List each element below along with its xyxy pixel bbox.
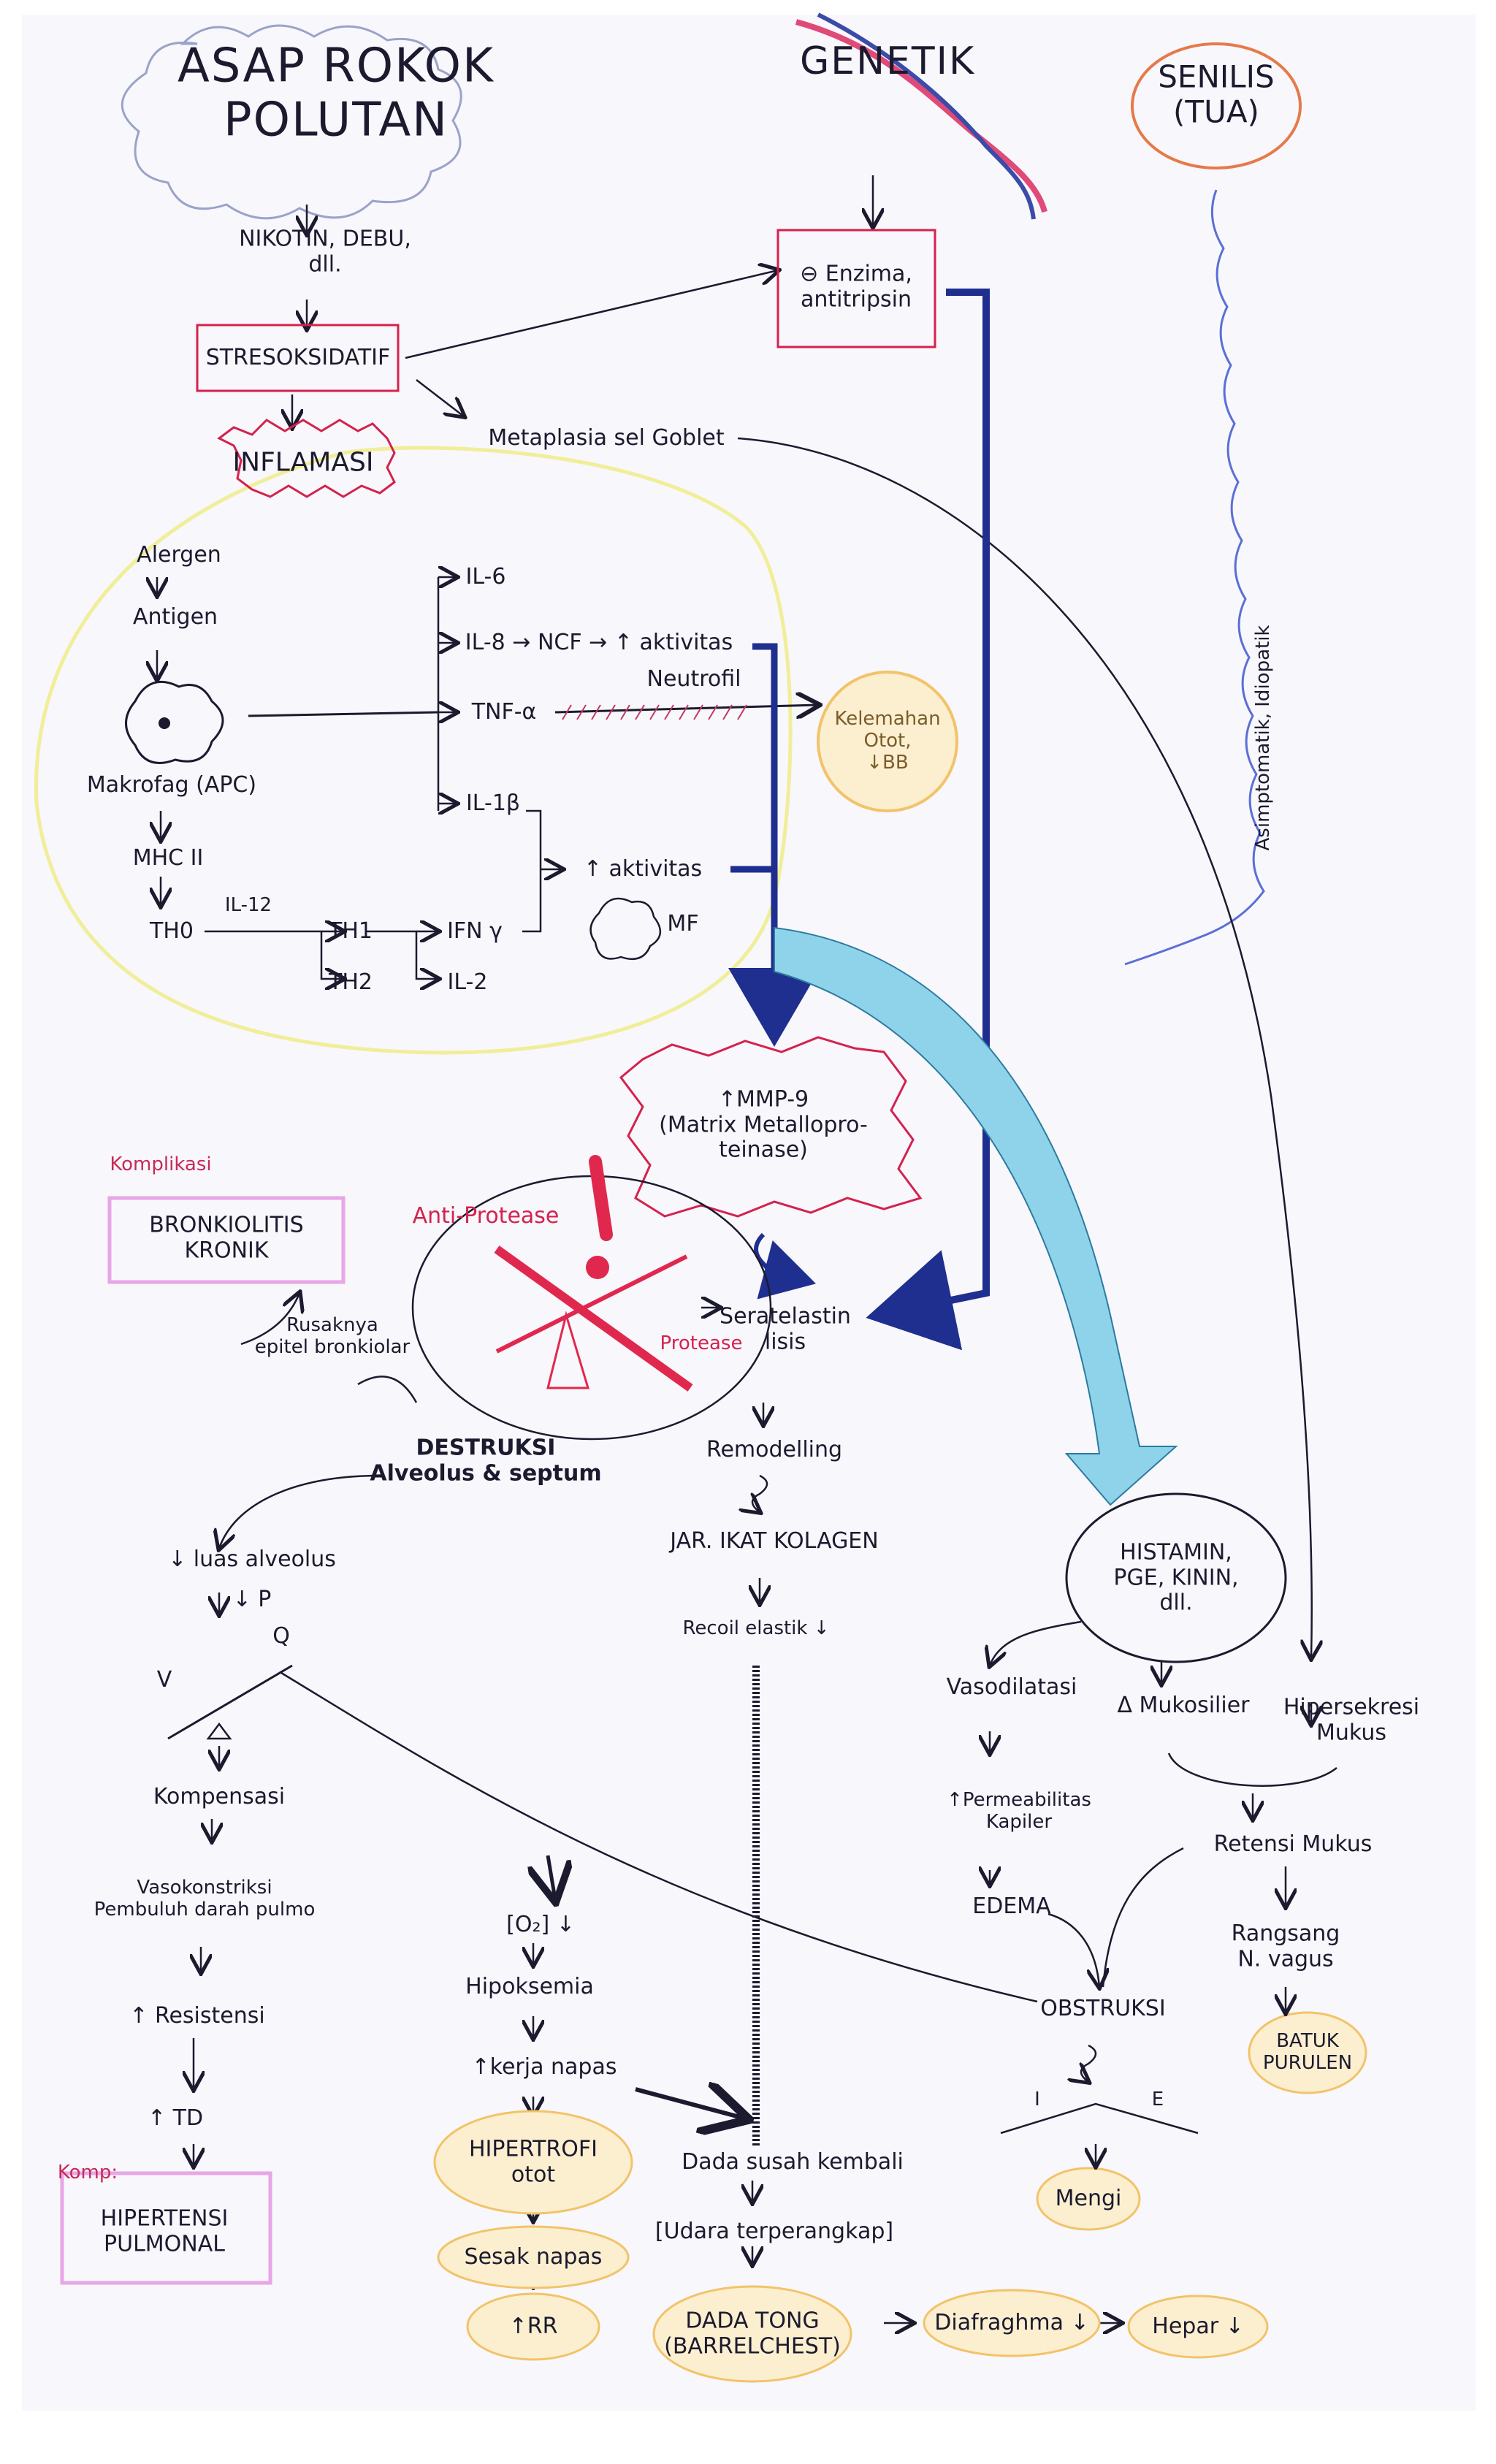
allergen-label: Alergen xyxy=(137,541,221,568)
mucus-retention-label: Retensi Mukus xyxy=(1213,1831,1373,1857)
epithelial-damage-label: Rusaknya epitel bronkiolar xyxy=(254,1314,411,1358)
mf-label: MF xyxy=(667,910,699,937)
th0-label: TH0 xyxy=(150,918,194,944)
genetic-title: GENETIK xyxy=(799,39,976,84)
compensation-label: Kompensasi xyxy=(153,1783,286,1809)
muscle-hypertrophy-label: HIPERTROFI otot xyxy=(468,2136,598,2187)
alveolar-area-label: ↓ luas alveolus xyxy=(168,1546,336,1572)
expiration-label: E xyxy=(1151,2089,1164,2111)
perfusion-label: Q xyxy=(272,1622,290,1649)
irritants-label: NIKOTIN, DEBU, dll. xyxy=(239,226,411,277)
th1-label: TH1 xyxy=(329,918,373,944)
anti-protease-label: Anti-Protease xyxy=(412,1202,560,1229)
th2-label: TH2 xyxy=(329,969,373,995)
respiratory-rate-label: ↑RR xyxy=(508,2313,558,2339)
il8-pathway-label: IL-8 → NCF → ↑ aktivitas xyxy=(465,629,733,655)
liver-label: Hepar ↓ xyxy=(1152,2313,1244,2339)
collagen-label: JAR. IKAT KOLAGEN xyxy=(670,1527,879,1554)
asymptomatic-label: Asimptomatik, Idiopatik xyxy=(1252,625,1275,851)
il2-label: IL-2 xyxy=(447,969,488,995)
antigen-label: Antigen xyxy=(132,603,218,630)
neutrophil-label: Neutrofil xyxy=(646,665,741,692)
mucociliary-label: Δ Mukosilier xyxy=(1117,1692,1250,1718)
muscle-weakness-label: Kelemahan Otot, ↓BB xyxy=(834,708,941,774)
resistance-label: ↑ Resistensi xyxy=(129,2002,265,2029)
breathing-work-label: ↑kerja napas xyxy=(471,2053,617,2080)
oxidative-stress-box: STRESOKSIDATIF xyxy=(205,344,391,370)
dyspnea-label: Sesak napas xyxy=(464,2243,603,2270)
vasodilation-label: Vasodilatasi xyxy=(946,1674,1077,1700)
oxygen-label: [O₂] ↓ xyxy=(506,1911,575,1937)
barrel-chest-label: DADA TONG (BARRELCHEST) xyxy=(664,2308,841,2359)
capillary-permeability-label: ↑Permeabilitas Kapiler xyxy=(947,1789,1091,1833)
purulent-cough-label: BATUK PURULEN xyxy=(1262,2030,1353,2074)
ventilation-label: V xyxy=(156,1666,172,1693)
inflammation-label: INFLAMASI xyxy=(232,447,374,478)
enzyme-antitrypsin-box: ⊖ Enzima, antitripsin xyxy=(800,261,912,312)
macrophage-activity-label: ↑ aktivitas xyxy=(583,855,703,882)
obstruction-label: OBSTRUKSI xyxy=(1040,1995,1166,2021)
pressure-label: ↓ P xyxy=(232,1586,272,1612)
edema-label: EDEMA xyxy=(972,1893,1051,1919)
mucus-hypersecretion-label: Hipersekresi Mukus xyxy=(1283,1694,1420,1745)
trapped-air-label: [Udara terperangkap] xyxy=(654,2218,894,2244)
wheeze-label: Mengi xyxy=(1055,2185,1122,2211)
vasoconstriction-label: Vasokonstriksi Pembuluh darah pulmo xyxy=(94,1877,316,1921)
pulmonary-hypertension-box: HIPERTENSI PULMONAL xyxy=(100,2205,229,2257)
hypoxemia-label: Hipoksemia xyxy=(465,1973,594,1999)
tnf-alpha-label: TNF-α xyxy=(471,698,537,725)
il1-beta-label: IL-1β xyxy=(465,790,521,816)
bronchiolitis-box: BRONKIOLITIS KRONIK xyxy=(149,1212,304,1263)
inspiration-label: I xyxy=(1034,2089,1040,2111)
protease-label: Protease xyxy=(660,1332,743,1355)
senile-title: SENILIS (TUA) xyxy=(1158,58,1275,130)
macrophage-label: Makrofag (APC) xyxy=(86,771,257,798)
mmp9-label: ↑MMP-9 (Matrix Metallopro- teinase) xyxy=(659,1086,868,1163)
smoke-pollutant-title: ASAP ROKOK POLUTAN xyxy=(178,39,495,147)
chest-recoil-label: Dada susah kembali xyxy=(682,2148,904,2175)
histamine-label: HISTAMIN, PGE, KININ, dll. xyxy=(1113,1539,1239,1616)
il12-label: IL-12 xyxy=(224,894,272,917)
remodelling-label: Remodelling xyxy=(706,1436,843,1462)
complication-label: Komplikasi xyxy=(110,1153,212,1176)
ifn-gamma-label: IFN γ xyxy=(447,918,503,944)
blood-pressure-label: ↑ TD xyxy=(147,2105,204,2131)
destruction-label: DESTRUKSI Alveolus & septum xyxy=(370,1435,602,1486)
vagus-stimulation-label: Rangsang N. vagus xyxy=(1231,1921,1340,1972)
il6-label: IL-6 xyxy=(465,563,506,590)
diaphragm-label: Diafraghma ↓ xyxy=(934,2309,1089,2335)
komp-label: Komp: xyxy=(57,2162,118,2184)
goblet-metaplasia-label: Metaplasia sel Goblet xyxy=(488,424,725,451)
elastin-lysis-label: Seratelastin lisis xyxy=(720,1303,851,1354)
mhc-label: MHC II xyxy=(132,844,204,871)
elastic-recoil-label: Recoil elastik ↓ xyxy=(682,1617,830,1640)
